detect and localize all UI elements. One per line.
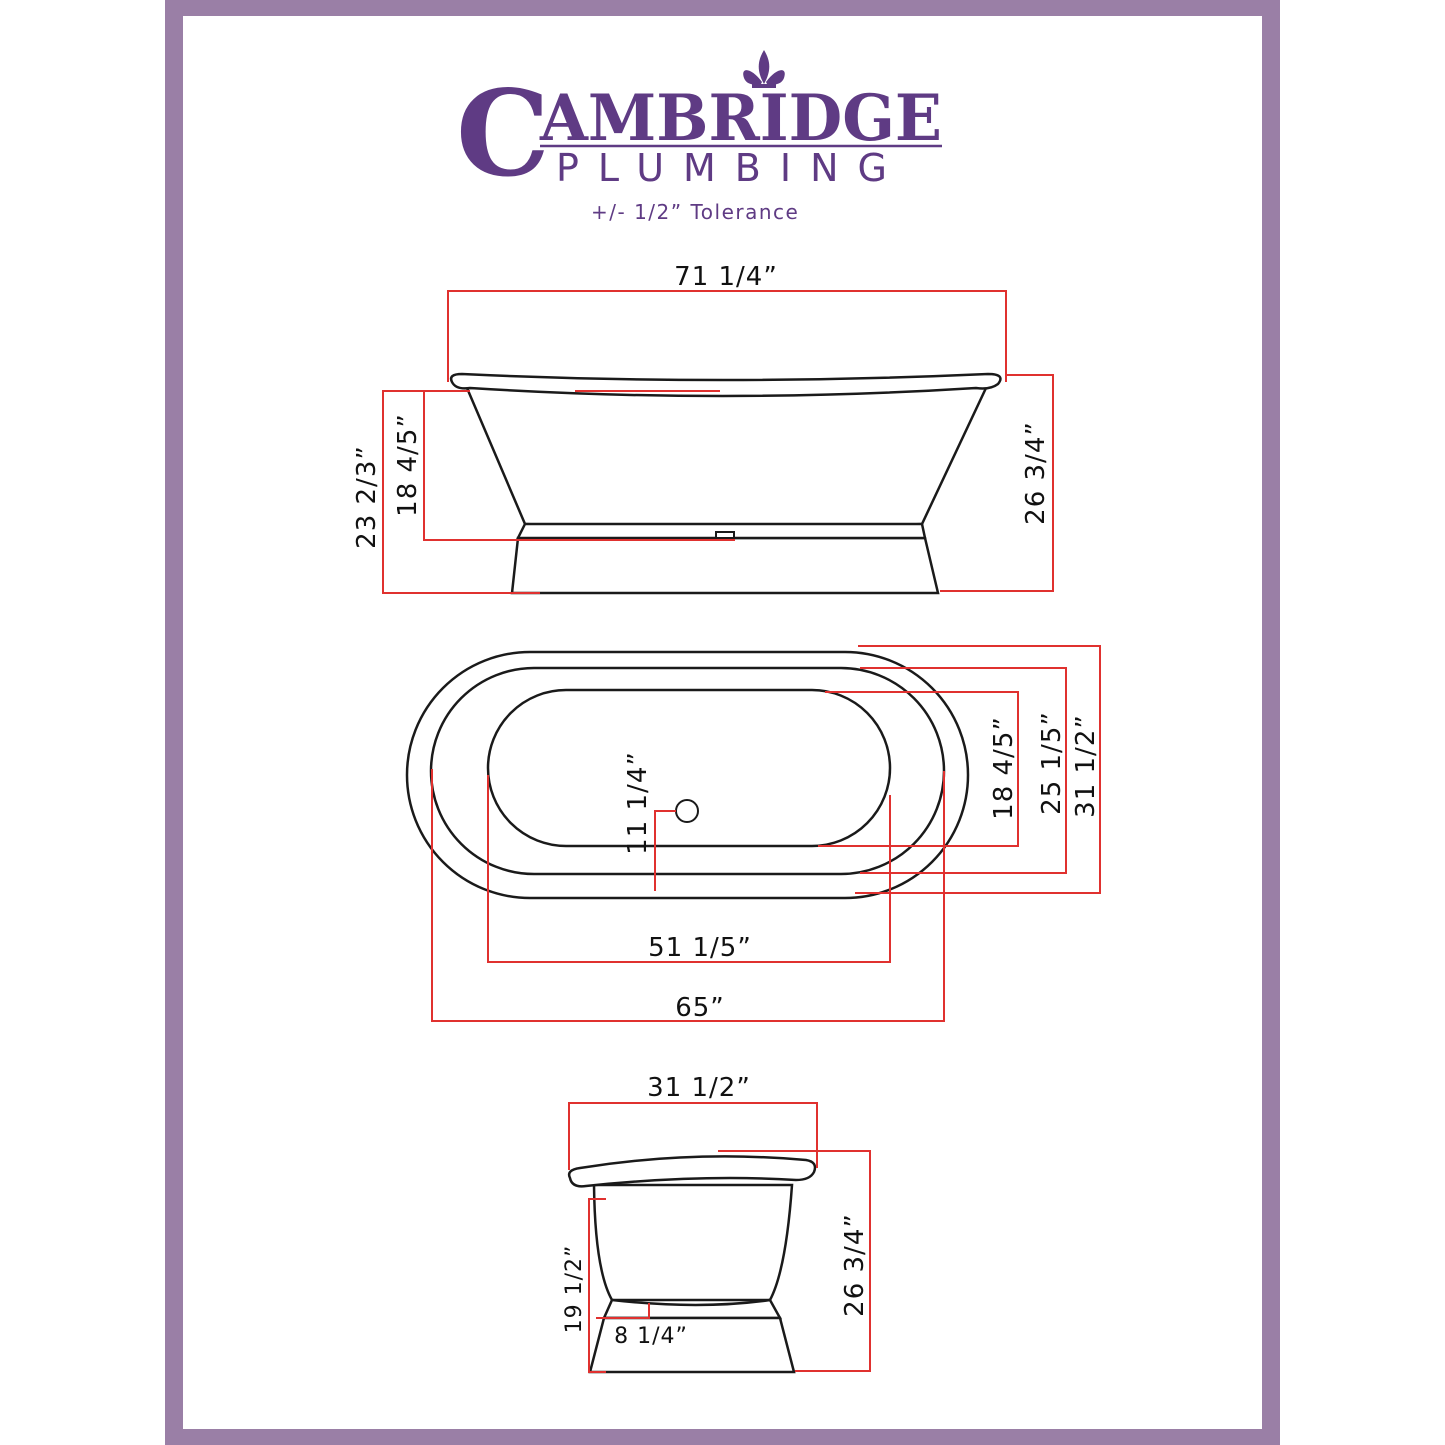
end-view: 31 1/2” 19 1/2” 26 3/4” 8 1/4” <box>562 1073 871 1374</box>
side-view-tub-body <box>465 386 988 531</box>
end-view-base-neck <box>602 1298 783 1320</box>
brand-initial: C <box>456 64 550 203</box>
tolerance-note: +/- 1/2” Tolerance <box>591 200 799 224</box>
side-overall-length-label: 71 1/4” <box>674 262 778 292</box>
top-interior-length-label: 51 1/5” <box>648 933 752 963</box>
end-view-rim <box>567 1155 817 1188</box>
end-rim-height-label: 26 3/4” <box>840 1213 870 1317</box>
brand-logo: C AMBRIDGE PLUMBING +/- 1/2” Tolerance <box>456 50 942 224</box>
top-outer-length-label: 65” <box>675 993 725 1023</box>
end-overall-width-label: 31 1/2” <box>647 1073 751 1103</box>
brand-subtitle: PLUMBING <box>556 146 906 190</box>
top-overall-width-label: 31 1/2” <box>1071 714 1101 818</box>
fleur-de-lis-icon <box>743 50 785 88</box>
side-view-pedestal <box>510 536 940 595</box>
drain-icon <box>675 799 699 823</box>
end-view-pedestal <box>588 1316 796 1374</box>
brand-name: AMBRIDGE <box>539 81 942 156</box>
side-view: 71 1/4” 23 2/3” 18 4/5” 26 3/4” <box>352 262 1054 595</box>
top-view-basin <box>486 688 892 848</box>
side-inner-depth-label: 18 4/5” <box>393 413 423 517</box>
top-interior-width-label: 18 4/5” <box>989 716 1019 820</box>
drain-offset-label: 11 1/4” <box>623 751 653 855</box>
top-view: 11 1/4” 18 4/5” 25 1/5” 31 1/2” 51 1/5” … <box>405 645 1101 1023</box>
side-overall-height-label: 23 2/3” <box>352 445 382 549</box>
top-mid-width-label: 25 1/5” <box>1037 711 1067 815</box>
end-pedestal-height-label: 8 1/4” <box>614 1324 688 1349</box>
end-view-tub-body <box>592 1183 794 1302</box>
end-inner-depth-label: 19 1/2” <box>562 1245 587 1334</box>
side-rim-height-label: 26 3/4” <box>1021 421 1051 525</box>
